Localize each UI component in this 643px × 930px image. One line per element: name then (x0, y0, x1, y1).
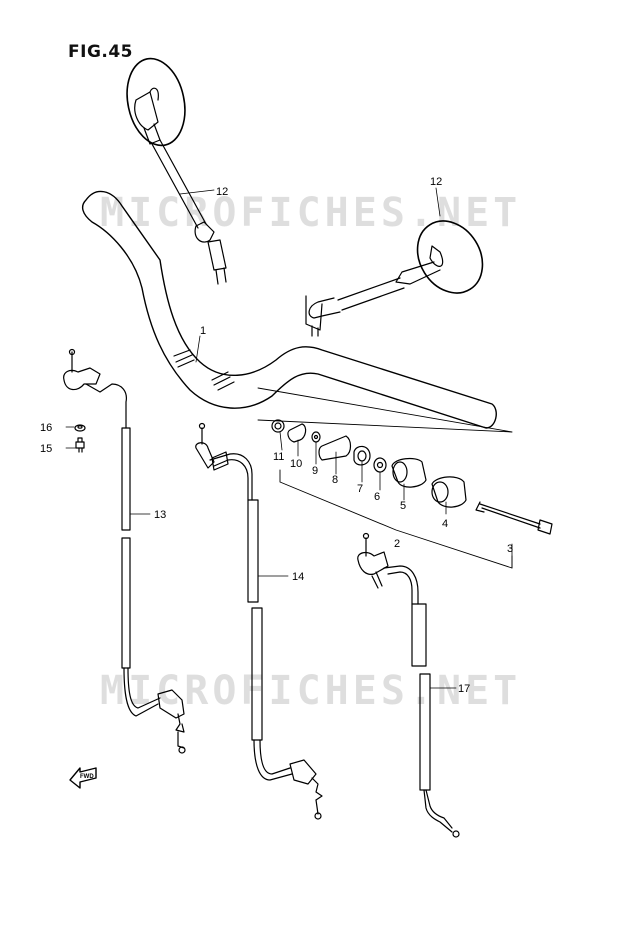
callout-6: 6 (374, 491, 380, 503)
figure-title: FIG.45 (68, 42, 134, 62)
callout-11: 11 (273, 451, 284, 463)
callout-13: 13 (154, 509, 166, 521)
callout-7: 7 (357, 483, 363, 495)
callout-10: 10 (290, 458, 302, 470)
callout-3: 3 (507, 543, 513, 555)
right-mirror (305, 220, 484, 337)
fwd-arrow: FWD (69, 767, 97, 789)
callout-12-left: 12 (216, 186, 228, 198)
callout-12-right: 12 (430, 176, 442, 188)
left-mirror (126, 57, 227, 285)
callout-9: 9 (312, 465, 318, 477)
handlebar (81, 190, 513, 433)
callout-4: 4 (442, 518, 448, 530)
cable-14 (195, 422, 323, 820)
fwd-label: FWD (80, 774, 94, 780)
leader-lines (65, 187, 513, 689)
callout-8: 8 (332, 474, 338, 486)
cable-17 (357, 532, 460, 838)
callout-1: 1 (200, 325, 206, 337)
callout-2: 2 (394, 538, 400, 550)
callout-5: 5 (400, 500, 406, 512)
bolt-and-nut (74, 424, 86, 453)
callout-numbers: 1 2 3 4 5 6 7 8 9 10 11 12 12 13 14 15 1… (40, 176, 513, 695)
callout-14: 14 (292, 571, 304, 583)
callout-16: 16 (40, 422, 52, 434)
watermark-top: MICROFICHES.NET (100, 190, 522, 236)
callout-17: 17 (458, 683, 470, 695)
callout-15: 15 (40, 443, 52, 455)
cable-13 (63, 348, 186, 754)
